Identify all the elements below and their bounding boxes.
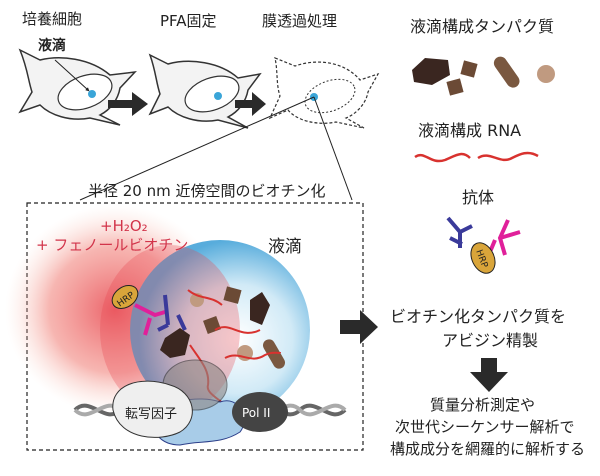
secondary-antibody — [134, 303, 166, 336]
zoom-panel-frame — [26, 202, 364, 451]
pol2 — [232, 392, 288, 432]
purification-line1: ビオチン化タンパク質を — [390, 307, 566, 326]
legend-rna-icon — [414, 151, 539, 163]
analysis-line3: 構成成分を網羅的に解析する — [390, 440, 585, 458]
hrp-enzyme — [111, 285, 139, 309]
rna — [187, 289, 281, 421]
droplet-label: 液滴 — [38, 37, 66, 54]
purification-line2: アビジン精製 — [442, 331, 538, 350]
protein — [250, 292, 270, 325]
protein — [263, 339, 285, 369]
droplet-zoom-label: 液滴 — [268, 237, 302, 257]
cultured-cell — [18, 48, 137, 126]
legend-antibody-icons: HRP — [446, 216, 521, 274]
legend-protein-icons — [412, 56, 555, 96]
protein — [223, 286, 242, 304]
protein — [160, 328, 190, 358]
arrow-down-icon — [470, 358, 508, 392]
legend-proteins-label: 液滴構成タンパク質 — [410, 17, 554, 36]
zoom-panel-content: +H₂O₂ + フェノールビオチン 液滴 HRP 転写因子 Pol II — [5, 205, 347, 446]
step-permeabilization-label: 膜透過処理 — [262, 12, 337, 30]
pol2-label: Pol II — [242, 406, 270, 420]
fixed-cell — [148, 53, 262, 129]
arrow-right-icon — [235, 92, 266, 116]
reagent-h2o2: +H₂O₂ — [100, 217, 148, 235]
arrow-right-icon — [108, 92, 148, 116]
primary-antibody — [157, 294, 187, 332]
permeabilized-cell — [79, 57, 380, 201]
zoom-panel-title: 半径 20 nm 近傍空間のビオチン化 — [88, 182, 326, 200]
transcription-factor-label: 転写因子 — [125, 407, 177, 422]
legend-rna-label: 液滴構成 RNA — [418, 121, 521, 140]
step-cultured-cells-label: 培養細胞 — [22, 10, 82, 28]
reagent-phenol-biotin: + フェノールビオチン — [36, 236, 188, 254]
transcription-factor — [112, 380, 193, 438]
analysis-line1: 質量分析測定や — [430, 396, 535, 414]
step-pfa-label: PFA固定 — [160, 12, 217, 30]
arrow-right-icon — [340, 310, 378, 344]
analysis-line2: 次世代シーケンサー解析で — [395, 418, 575, 436]
legend-antibody-label: 抗体 — [462, 188, 494, 207]
